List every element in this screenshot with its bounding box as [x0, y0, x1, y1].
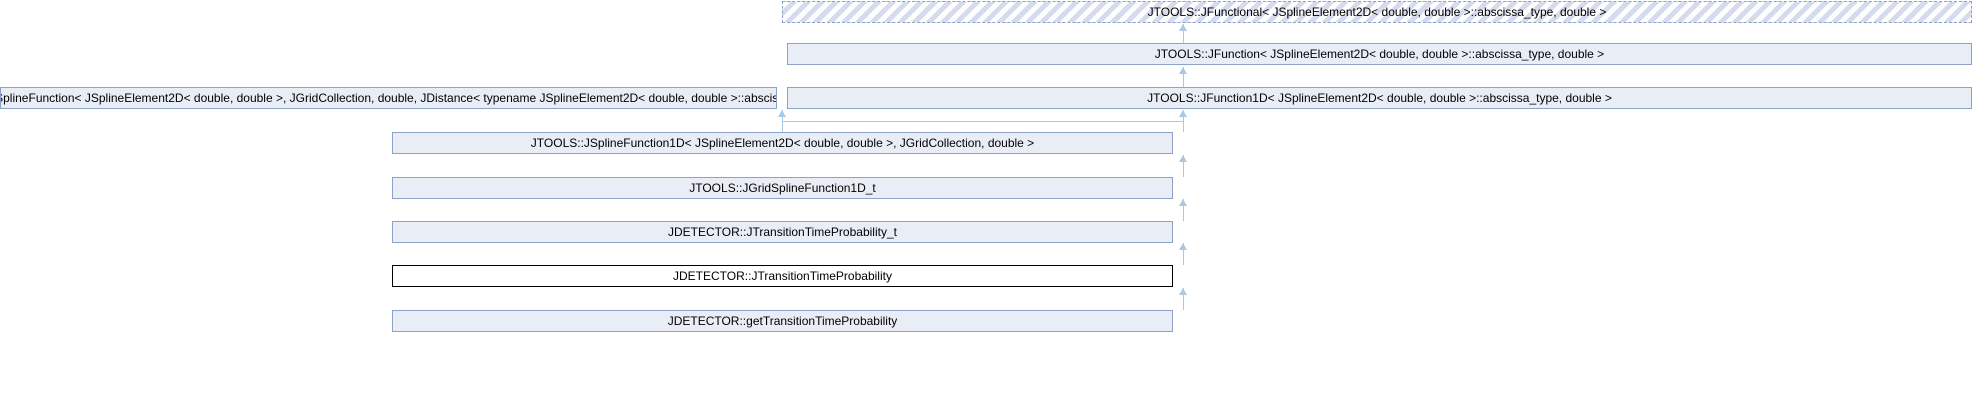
class-node-label: JDETECTOR::JTransitionTimeProbability [673, 269, 892, 283]
class-node-label: JTOOLS::JFunction< JSplineElement2D< dou… [1154, 47, 1605, 61]
edge-jsplinefunction1d-to-jfunction1d [1183, 110, 1184, 132]
class-node-label: JTOOLS::JFunction1D< JSplineElement2D< d… [1147, 91, 1612, 105]
class-node-jtransitiontimeprobability[interactable]: JDETECTOR::JTransitionTimeProbability [392, 265, 1173, 287]
class-node-jfunction[interactable]: JTOOLS::JFunction< JSplineElement2D< dou… [787, 43, 1972, 65]
edge-jfunction-to-jfunctional [1183, 24, 1184, 43]
class-node-label: JDETECTOR::JTransitionTimeProbability_t [668, 225, 897, 239]
class-node-label: JTOOLS::JFunctional< JSplineElement2D< d… [1147, 5, 1607, 19]
arrow-ttp_t-to-jgridspline [1179, 199, 1187, 206]
edge-ttp_t-to-jgridspline [1183, 199, 1184, 221]
class-node-jfunction1d[interactable]: JTOOLS::JFunction1D< JSplineElement2D< d… [787, 87, 1972, 109]
class-node-label: JTOOLS::JSplineFunction< JSplineElement2… [1, 91, 776, 105]
arrow-jfunction1d-to-jfunction [1179, 67, 1187, 74]
class-node-jsplinefunction[interactable]: JTOOLS::JSplineFunction< JSplineElement2… [0, 87, 777, 109]
arrow-jsplinefunction1d-to-jsplinefunction [778, 110, 786, 117]
arrow-jgridspline-to-jsplinefunction1d [1179, 155, 1187, 162]
class-node-jfunctional[interactable]: JTOOLS::JFunctional< JSplineElement2D< d… [782, 1, 1972, 23]
edge-ttp-to-ttp_t [1183, 243, 1184, 265]
class-node-jgridsplinefunction1d_t[interactable]: JTOOLS::JGridSplineFunction1D_t [392, 177, 1173, 199]
class-node-label: JTOOLS::JGridSplineFunction1D_t [689, 181, 876, 195]
class-node-jtransitiontimeprobability_t[interactable]: JDETECTOR::JTransitionTimeProbability_t [392, 221, 1173, 243]
arrow-jfunction-to-jfunctional [1179, 24, 1187, 31]
arrow-ttp-to-ttp_t [1179, 243, 1187, 250]
edge-getttp-to-ttp [1183, 288, 1184, 310]
edge-jfunction1d-to-jfunction [1183, 67, 1184, 87]
class-node-label: JDETECTOR::getTransitionTimeProbability [667, 314, 898, 328]
class-node-gettransitiontimeprobability[interactable]: JDETECTOR::getTransitionTimeProbability [392, 310, 1173, 332]
edge-jgridspline-to-jsplinefunction1d [1183, 155, 1184, 177]
arrow-getttp-to-ttp [1179, 288, 1187, 295]
edge-branch-horizontal [782, 121, 1183, 122]
class-node-jsplinefunction1d[interactable]: JTOOLS::JSplineFunction1D< JSplineElemen… [392, 132, 1173, 154]
arrow-jsplinefunction1d-to-jfunction1d [1179, 110, 1187, 117]
edge-branch-down-to-jsplinefunction1d [782, 121, 783, 132]
class-node-label: JTOOLS::JSplineFunction1D< JSplineElemen… [530, 136, 1035, 150]
